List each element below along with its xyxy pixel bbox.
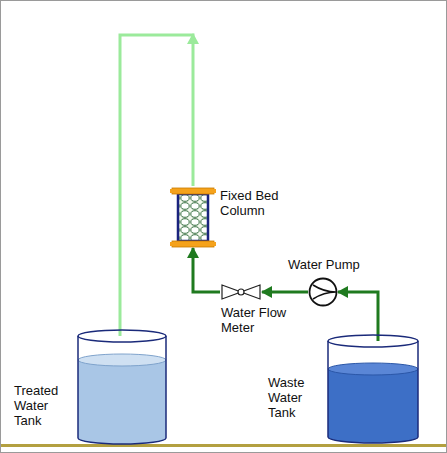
waste-water-tank: Waste Water Tank — [326, 333, 420, 446]
component-label: Treated Water Tank — [14, 383, 66, 428]
component-label: Water Flow Meter — [221, 305, 293, 335]
flow-meter-valve-outline — [220, 283, 262, 301]
fixed-bed-column: Fixed Bed Column — [170, 186, 216, 248]
flow-meter-valve: Water Flow Meter — [220, 283, 262, 301]
pipe-arrow — [193, 248, 220, 292]
treated-water-tank-outline — [76, 328, 168, 446]
component-label: Waste Water Tank — [268, 375, 314, 420]
ground-line — [1, 444, 446, 447]
component-label: Fixed Bed Column — [220, 188, 284, 218]
waste-water-tank-outline — [326, 333, 420, 446]
pipe-arrow — [262, 291, 308, 294]
component-label: Water Pump — [288, 257, 360, 272]
fixed-bed-column-outline — [170, 186, 216, 248]
water-pump-symbol-outline — [308, 277, 338, 307]
water-pump-symbol: Water Pump — [308, 277, 338, 307]
treated-water-tank: Treated Water Tank — [76, 328, 168, 446]
